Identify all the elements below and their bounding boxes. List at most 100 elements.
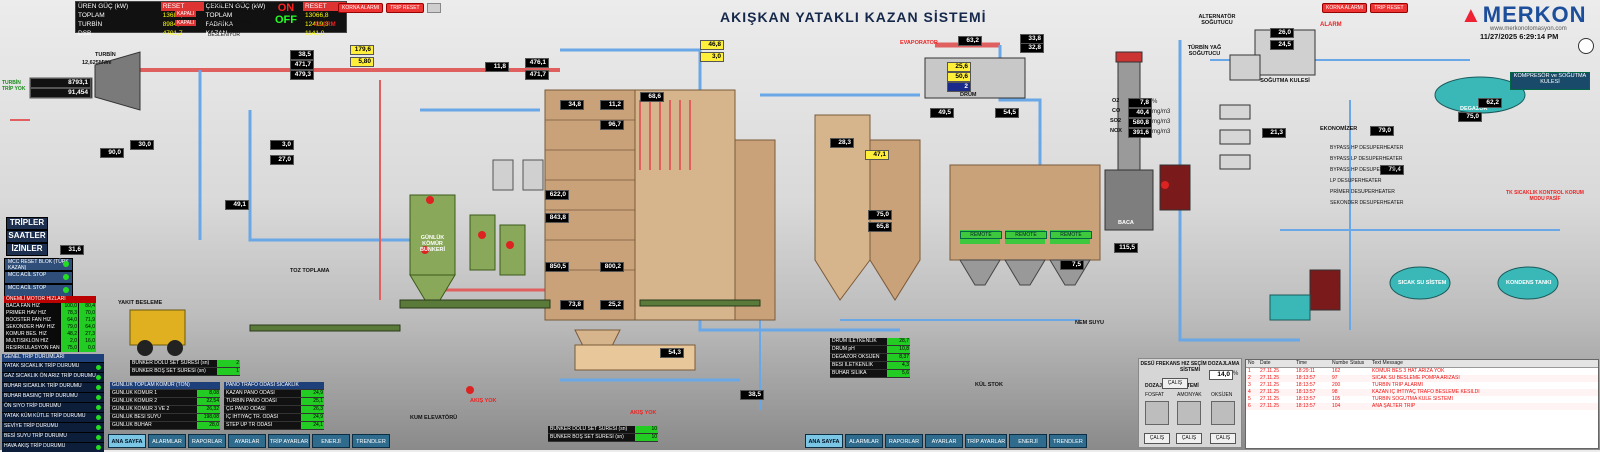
power-icon[interactable] [1578,38,1594,54]
table-cell: TÜRBİN SOĞUTMA KULE SİSTEMİ [1372,396,1453,402]
info-value: 4701,7 [162,30,183,37]
hot-water-label: SICAK SU SİSTEM [1398,280,1447,286]
tab-trends[interactable]: TRENDLER [1049,434,1087,448]
table-row: RESİRKÜLASYON FAN HIZ75,00,0 [4,345,96,352]
nox-value: 391,6 [1128,128,1152,138]
tab-settings[interactable]: AYARLAR [228,434,266,448]
table-title: GÜNLÜK TOPLAM KÖMÜR (TON) [112,382,190,388]
generator-feed-label: KAZAN İÇ İHTİYAÇ JENERATÖR BESLENİYOR [208,20,252,38]
trip-reset-button[interactable]: TRIP RESET [386,3,424,13]
on-off-indicator: ON OFF [270,2,302,30]
turbine-power: 12,625MWe [82,60,112,66]
info-value: 8984,2 [162,21,183,28]
horn-alarm-button[interactable]: KORNA ALARMI [1322,3,1368,13]
filter-remote-2[interactable]: REMOTE [1005,231,1047,239]
table-cell: 10,8 [887,346,910,353]
mcc-reset-toggle[interactable]: MCC RESET BLOK (TÜRK KAZAN) [4,258,73,271]
desuperheater-list: BYPASS HP DESUPERHEATER BYPASS LP DESUPE… [1330,143,1404,209]
tab-trends[interactable]: TRENDLER [352,434,390,448]
dosing-value[interactable]: 14,0 [1209,370,1233,380]
list-item: BYPASS LP DESUPERHEATER [1330,156,1403,162]
tab-home[interactable]: ANA SAYFA [108,434,146,448]
table-title: ÖNEMLİ MOTOR HIZLARI [4,296,96,303]
pump-icon[interactable] [1145,401,1169,425]
info-label: KAZAN [205,30,228,37]
pump-icon[interactable] [1211,401,1235,425]
table-cell: 27.11.25 [1260,396,1280,402]
table-cell: 18:13:57 [1296,375,1316,381]
page-title: AKIŞKAN YATAKLI KAZAN SİSTEMİ [720,9,987,25]
permissions-button[interactable]: İZİNLER [6,243,48,256]
tab-settings[interactable]: AYARLAR [925,434,963,448]
table-cell: 2,0 [60,338,78,345]
daily-coal-table: GÜNLÜK TOPLAM KÖMÜR (TON) GÜNLÜK KÖMÜR 1… [110,382,220,430]
table-cell: BUNKER BOŞ SET SÜRESİ (sn) [550,434,624,440]
pump-icon[interactable] [1177,401,1201,425]
reset-button-2[interactable]: RESET [303,2,346,11]
bunker-empty-setpoint-2[interactable]: 10 [635,434,658,441]
run-button-phosphate[interactable]: ÇALIŞ [1144,433,1170,444]
alarm-label: ALARM [314,22,336,28]
table-cell: TÜRBİN PANO ODASI [226,398,277,404]
turbine-value-2: 91,454 [30,88,91,98]
filter-remote-1[interactable]: REMOTE [960,231,1002,239]
run-button-frequency[interactable]: ÇALIŞ [1162,378,1188,389]
status-dot [63,261,69,267]
no-flow-label-2: AKIŞ YOK [630,410,657,416]
tab-energy[interactable]: ENERJİ [1009,434,1047,448]
table-cell: 198,08 [197,414,220,421]
run-button-oxygen[interactable]: ÇALIŞ [1210,433,1236,444]
table-cell: KAZAN İÇ İHTİYAÇ TRAFO BESLEME KESİLDİ [1372,389,1480,395]
tab-alarms[interactable]: ALARMLAR [845,434,883,448]
filter-remote-3[interactable]: REMOTE [1050,231,1092,239]
trip-reset-button[interactable]: TRIP RESET [1370,3,1408,13]
table-cell: 4,3 [887,362,910,369]
compressor-button[interactable]: KOMPRESÖR ve SOĞUTMA KULESİ [1510,72,1590,90]
reset-button-1[interactable]: RESET [160,2,204,11]
bunker-empty-setpoint[interactable]: 1 [217,368,240,375]
table-cell: 100,0 [60,303,78,310]
tab-trip-settings[interactable]: TRİP AYARLAR [965,434,1007,448]
tab-alarms[interactable]: ALARMLAR [148,434,186,448]
o2-value: 7,8 [1128,98,1152,108]
tab-reports[interactable]: RAPORLAR [188,434,226,448]
table-cell: 25,1 [301,398,324,405]
horn-alarm-button[interactable]: KORNA ALARMI [338,3,384,13]
mcc-estop-toggle[interactable]: MCC ACİL STOP [4,271,73,284]
info-value: 13684,5 [161,11,204,20]
tab-home[interactable]: ANA SAYFA [805,434,843,448]
company-logo: ▲MERKON [1460,2,1587,28]
table-row: BUNKER DOLU SET SÜRESİ (sn)2 [130,360,240,368]
alarm-log[interactable]: No Date Time Number Status Text Message … [1245,359,1599,449]
tab-energy[interactable]: ENERJİ [312,434,350,448]
so2-value: 580,8 [1128,118,1152,128]
top-left-alarm-buttons: KORNA ALARMI TRIP RESET [338,3,441,13]
status-badge: KAPALI [175,11,197,17]
logo-text: MERKON [1482,2,1587,27]
hours-button[interactable]: SAATLER [6,230,48,243]
readout: 30,0 [130,140,154,150]
readout: 38,5 [290,50,314,60]
table-cell: 16,0 [78,338,96,345]
tab-reports[interactable]: RAPORLAR [885,434,923,448]
info-value: 13066,8 [305,12,329,19]
run-button-ammonia[interactable]: ÇALIŞ [1176,433,1202,444]
trips-button[interactable]: TRİPLER [6,217,48,230]
table-cell: 3 [1248,382,1251,388]
bunker-full-setpoint-2[interactable]: 10 [635,426,658,433]
bunker-full-setpoint[interactable]: 2 [217,360,240,367]
info-label: FABRİKA [205,21,234,28]
panel-temperature-table: PANO TRAFO ODASI SICAKLIK KAZAN PANO ODA… [224,382,324,430]
tab-trip-settings[interactable]: TRİP AYARLAR [268,434,310,448]
table-cell: 5 [1248,396,1251,402]
feeder-status-label: KAZAN İÇ İHTİYAÇ TR. TAN BESLENİYOR [208,2,262,14]
co-label: CO [1112,108,1121,114]
